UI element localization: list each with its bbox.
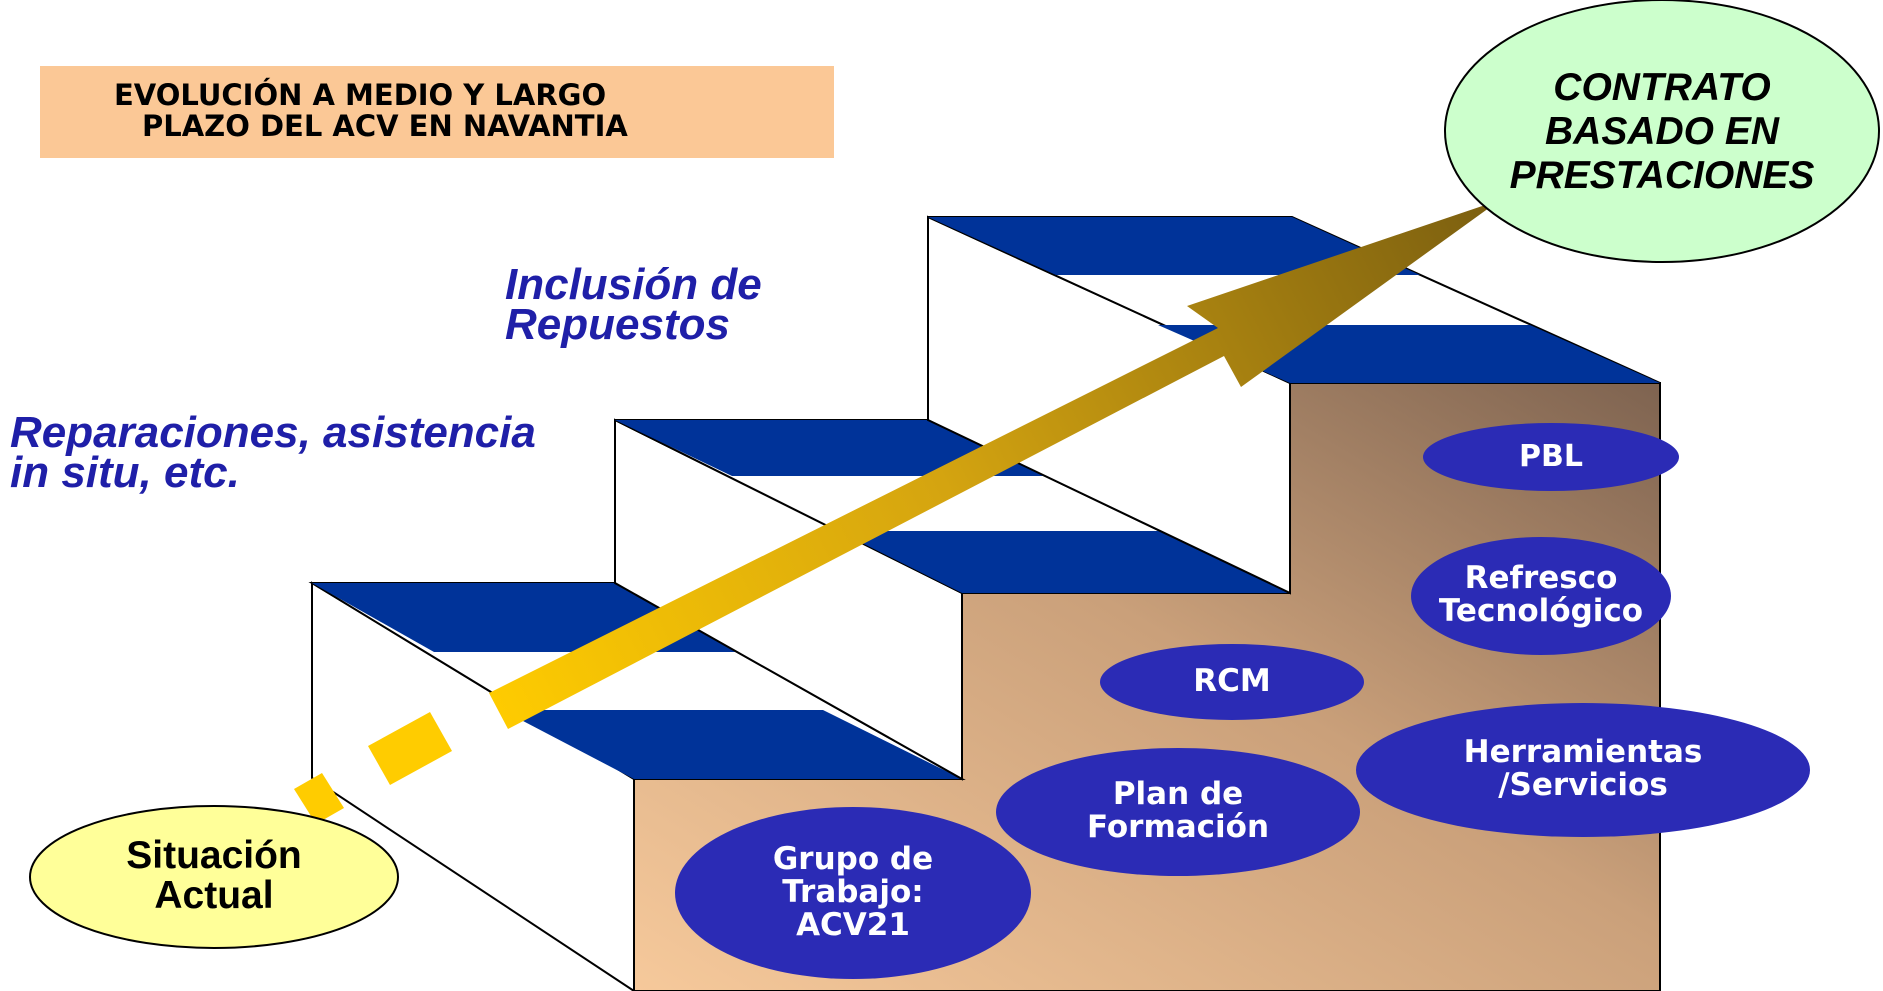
plan-ellipse [996,748,1360,876]
arrow-dash-2 [368,712,452,785]
current-line-1: Situación [126,834,302,877]
rcm-ellipse [1100,644,1364,720]
reparaciones-label-line-2: in situ, etc. [10,448,240,497]
grupo-ellipse [675,807,1031,979]
repuestos-label: Inclusión de Repuestos [505,260,762,349]
refresco-line-1: Refresco [1464,560,1618,596]
rcm-line-1: RCM [1193,663,1271,699]
pbl-ellipse [1423,423,1679,491]
current-label: Situación Actual [64,836,364,916]
pbl-line-1: PBL [1519,439,1583,474]
title-banner [40,66,834,158]
herramientas-label: Herramientas /Servicios [1403,736,1763,802]
goal-line-2: BASADO EN [1544,110,1780,153]
title-line-2: PLAZO DEL ACV EN NAVANTIA [142,109,628,143]
repuestos-label-line-2: Repuestos [505,300,730,349]
goal-ellipse [1444,0,1880,263]
refresco-line-2: Tecnológico [1438,593,1644,629]
step2-tread-band-b [838,531,1290,593]
current-ellipse [29,805,399,949]
pbl-label: PBL [1431,441,1671,473]
grupo-label: Grupo de Trabajo: ACV21 [713,843,993,942]
grupo-line-2: Trabajo: [782,874,924,910]
refresco-ellipse [1411,537,1671,655]
herramientas-ellipse [1356,703,1810,837]
grupo-line-1: Grupo de [772,841,934,877]
title-line-1: EVOLUCIÓN A MEDIO Y LARGO [114,78,607,112]
plan-line-2: Formación [1086,809,1270,845]
plan-line-1: Plan de [1112,776,1244,812]
reparaciones-label: Reparaciones, asistencia in situ, etc. [10,408,536,497]
herramientas-line-1: Herramientas [1463,734,1703,770]
step2-tread-band-a [615,420,1045,476]
plan-label: Plan de Formación [1033,778,1323,844]
goal-line-3: PRESTACIONES [1509,154,1815,197]
grupo-line-3: ACV21 [796,907,910,943]
arrow-dash-1 [294,773,344,824]
growth-arrow [489,200,1500,729]
repuestos-label-line-1: Inclusión de [505,260,762,309]
rcm-label: RCM [1122,665,1342,698]
step3-tread-band-a [928,217,1420,275]
step1-tread-band-b [502,710,962,779]
current-line-2: Actual [154,874,274,917]
refresco-label: Refresco Tecnológico [1411,562,1671,628]
goal-line-1: CONTRATO [1553,66,1771,109]
goal-label: CONTRATO BASADO EN PRESTACIONES [1462,66,1862,198]
herramientas-line-2: /Servicios [1498,767,1668,803]
reparaciones-label-line-1: Reparaciones, asistencia [10,408,536,457]
